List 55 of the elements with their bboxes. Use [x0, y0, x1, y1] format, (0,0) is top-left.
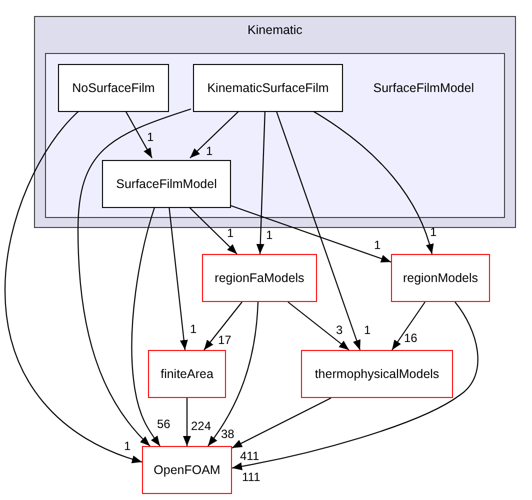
dependency-arrow: [131, 206, 160, 446]
cluster-title: SurfaceFilmModel: [373, 80, 474, 96]
directory-label: NoSurfaceFilm: [72, 80, 155, 96]
dependency-arrow: [228, 204, 392, 263]
edge-label: 224: [191, 420, 212, 432]
edge-label: 1: [124, 440, 131, 452]
dependency-arrow: [183, 398, 191, 446]
directory-label: finiteArea: [160, 366, 214, 382]
edge-label: 1: [206, 145, 213, 157]
edge-label: 56: [157, 418, 170, 430]
edge-label: 111: [242, 471, 260, 483]
dependency-arrow: [208, 302, 259, 446]
dependency-arrow: [190, 110, 240, 158]
edge-label: 1: [190, 323, 197, 335]
dependency-arrow: [256, 110, 266, 254]
dependency-arrow: [77, 108, 192, 446]
dependency-arrow: [275, 110, 361, 350]
edge-label: 17: [218, 334, 232, 346]
cluster-title: Kinematic: [246, 22, 304, 38]
dependency-arrow: [232, 398, 332, 448]
directory-box: [148, 350, 226, 398]
edge-label: 1: [266, 229, 273, 241]
dependency-arrow: [310, 110, 434, 254]
edge-label: 1: [430, 226, 437, 238]
directory-label: KinematicSurfaceFilm: [207, 80, 329, 96]
directory-label: regionModels: [402, 270, 478, 286]
edge-label: 3: [336, 324, 343, 336]
directory-cluster: [45, 53, 505, 218]
directory-box: [193, 64, 343, 112]
dependency-arrow: [4, 110, 142, 463]
directory-cluster: [34, 16, 516, 228]
edge-label: 1: [364, 324, 371, 336]
directory-box: [58, 64, 169, 112]
dependency-arrow: [168, 206, 188, 350]
dependency-arrow: [188, 206, 238, 254]
dependency-arrow: [204, 302, 242, 350]
directory-label: SurfaceFilmModel: [116, 176, 217, 192]
directory-label: regionFaModels: [214, 270, 304, 286]
edge-label: 1: [147, 131, 154, 143]
directory-box: [301, 350, 453, 398]
directory-box: [102, 160, 231, 208]
directory-box: [391, 254, 490, 302]
dependency-arrow: [288, 302, 350, 350]
edge-label: 1: [374, 239, 381, 251]
edge-label: 1: [227, 227, 234, 239]
directory-label: thermophysicalModels: [314, 366, 440, 382]
dependency-arrow: [232, 302, 478, 470]
directory-box: [202, 254, 317, 302]
directory-box: [142, 446, 232, 494]
edge-label: 411: [240, 450, 260, 462]
edge-label: 16: [404, 332, 418, 344]
dependency-arrow: [124, 110, 152, 158]
edge-label: 38: [221, 428, 234, 440]
dependency-arrow: [392, 302, 426, 350]
directory-label: OpenFOAM: [154, 462, 220, 478]
